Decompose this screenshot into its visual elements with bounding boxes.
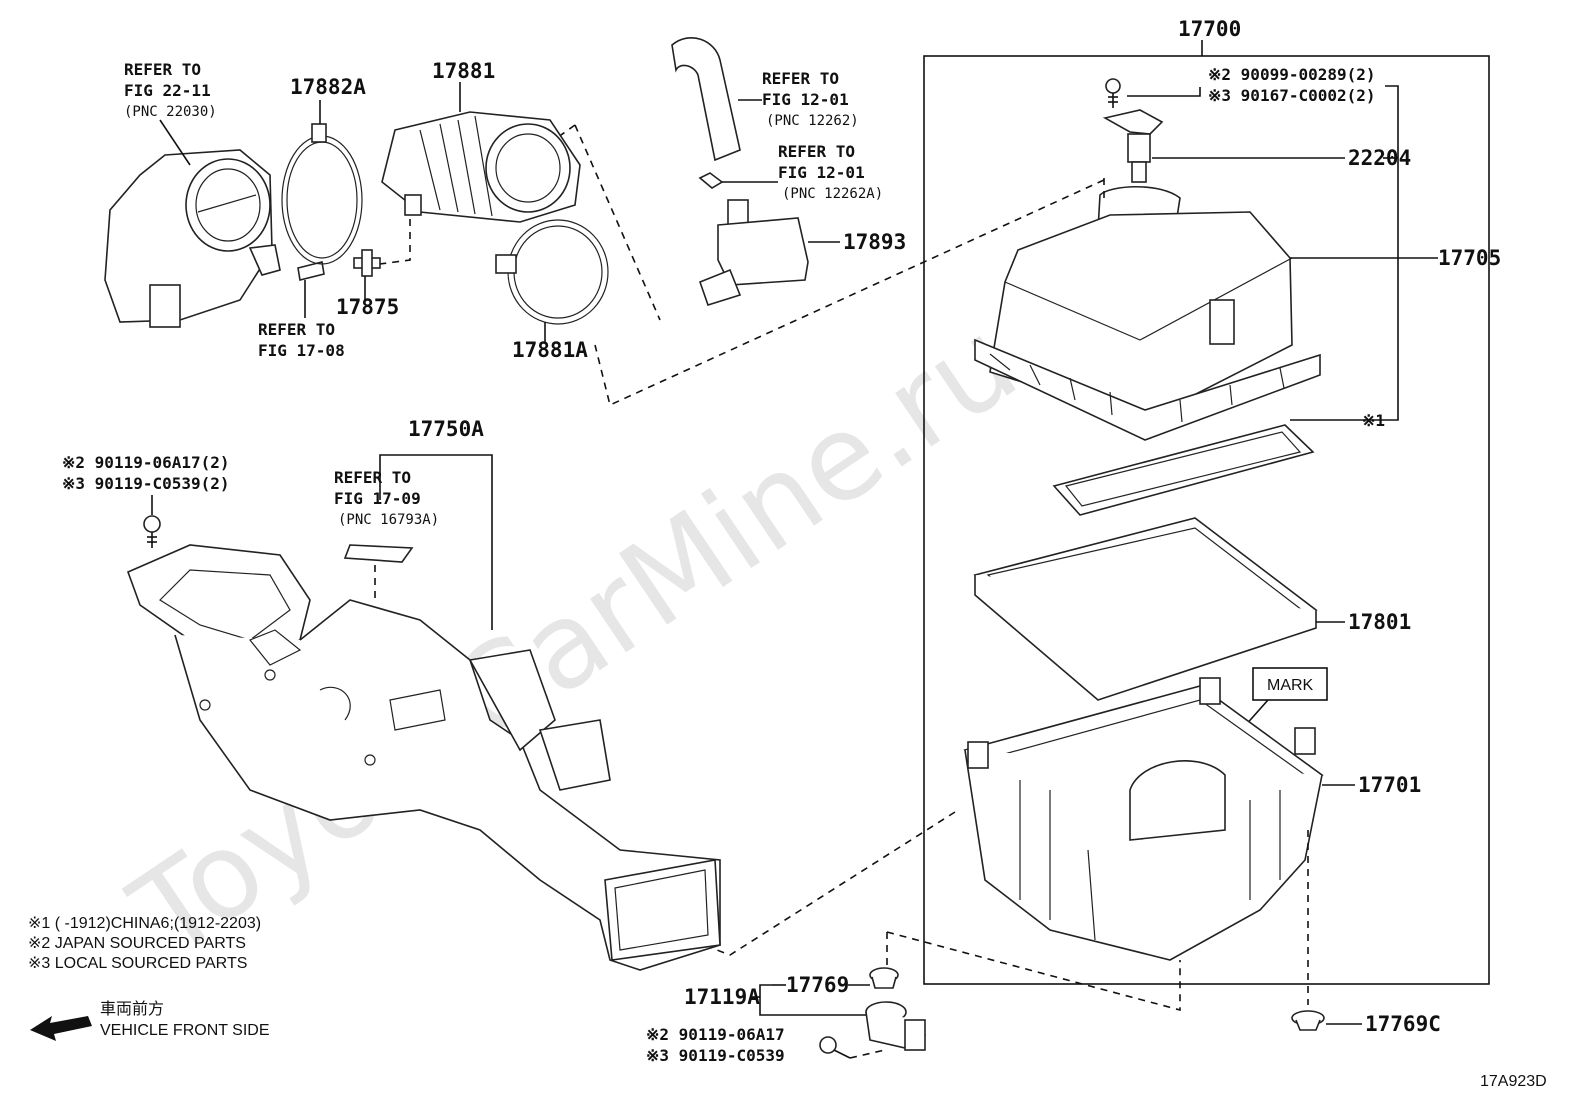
bolt-ref-left-local: ※3 90119-C0539(2) — [62, 474, 230, 493]
refer-throttle-3: (PNC 22030) — [124, 104, 217, 120]
air-cleaner-case-icon — [963, 677, 1324, 961]
refer-sheet-2: FIG 17-09 — [334, 489, 421, 508]
grommet-icon — [1291, 1010, 1325, 1031]
bolt-ref-bottom-local: ※3 90119-C0539 — [646, 1046, 785, 1065]
grommet-icon — [869, 967, 899, 989]
refer-sheet-3: (PNC 16793A) — [338, 512, 439, 528]
label-22204: 22204 — [1348, 146, 1411, 170]
mount-bracket-icon — [865, 1001, 926, 1051]
airflow-sensor-icon — [1102, 109, 1164, 183]
refer-pipe1-2: FIG 12-01 — [762, 90, 849, 109]
label-17881a: 17881A — [512, 338, 588, 362]
diagram-id: 17A923D — [1480, 1073, 1547, 1090]
direction-jp: 車両前方 — [100, 1000, 164, 1018]
label-17119a: 17119A — [684, 985, 760, 1009]
bolt-ref-left-japan: ※2 90119-06A17(2) — [62, 453, 230, 472]
refer-hose-1: REFER TO — [258, 320, 335, 339]
bolt-ref-top-japan: ※2 90099-00289(2) — [1208, 65, 1376, 84]
refer-pipe2-3: (PNC 12262A) — [782, 186, 883, 202]
footnote-2: ※2 JAPAN SOURCED PARTS — [28, 935, 246, 952]
resonator-icon — [698, 199, 809, 306]
refer-pipe1-1: REFER TO — [762, 69, 839, 88]
air-inlet-duct-icon — [126, 544, 721, 971]
label-17705: 17705 — [1438, 246, 1501, 270]
hose-icon — [297, 261, 325, 281]
hose-clamp-icon — [281, 123, 363, 265]
hose-clamp-icon — [495, 219, 609, 325]
bolt-icon — [819, 1036, 851, 1059]
gasket-icon — [1052, 424, 1315, 516]
label-17881: 17881 — [432, 59, 495, 83]
bolt-icon — [143, 515, 161, 548]
label-sheet-icon — [343, 544, 414, 563]
label-17801: 17801 — [1348, 610, 1411, 634]
label-17700: 17700 — [1178, 17, 1241, 41]
label-17893: 17893 — [843, 230, 906, 254]
label-17769c: 17769C — [1365, 1012, 1441, 1036]
refer-pipe1-3: (PNC 12262) — [766, 113, 859, 129]
refer-pipe2-1: REFER TO — [778, 142, 855, 161]
label-17701: 17701 — [1358, 773, 1421, 797]
assembly-bracket-17700 — [923, 55, 1490, 985]
direction-en: VEHICLE FRONT SIDE — [100, 1022, 270, 1039]
throttle-body-icon — [104, 149, 281, 328]
refer-hose-2: FIG 17-08 — [258, 341, 345, 360]
air-filter-element-icon — [973, 517, 1318, 701]
label-17769: 17769 — [786, 973, 849, 997]
refer-sheet-1: REFER TO — [334, 468, 411, 487]
refer-throttle-2: FIG 22-11 — [124, 81, 211, 100]
label-mark: MARK — [1267, 677, 1314, 694]
label-17750a: 17750A — [408, 417, 484, 441]
air-cleaner-cap-icon — [974, 185, 1321, 441]
label-17875: 17875 — [336, 295, 399, 319]
footnote-3: ※3 LOCAL SOURCED PARTS — [28, 955, 247, 972]
footnote-1: ※1 ( -1912)CHINA6;(1912-2203) — [28, 915, 261, 932]
label-star1: ※1 — [1362, 411, 1385, 430]
bolt-ref-top-local: ※3 90167-C0002(2) — [1208, 86, 1376, 105]
nipple-fitting-icon — [353, 249, 381, 277]
refer-throttle-1: REFER TO — [124, 60, 201, 79]
refer-pipe2-2: FIG 12-01 — [778, 163, 865, 182]
label-17882a: 17882A — [290, 75, 366, 99]
mark-box — [1252, 667, 1328, 701]
breather-pipe-icon — [671, 36, 741, 189]
arrow-left-icon — [30, 1016, 92, 1041]
bolt-ref-bottom-japan: ※2 90119-06A17 — [646, 1025, 785, 1044]
intake-hose-icon — [381, 111, 581, 223]
bolt-icon — [1105, 78, 1121, 108]
